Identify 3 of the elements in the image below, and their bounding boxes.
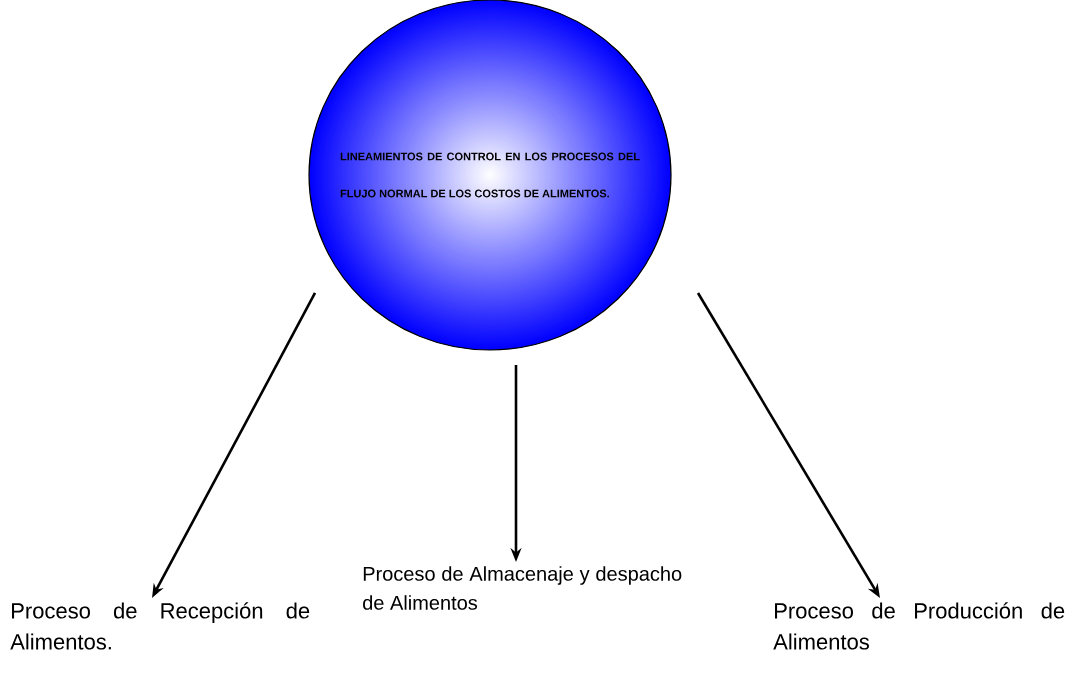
process-text: Proceso de Almacenaje y despacho de Alimentos <box>363 566 682 610</box>
process-text: Proceso de Recepción de Alimentos. <box>10 602 310 650</box>
process-text: Proceso de Producción de Alimentos <box>773 602 1065 650</box>
